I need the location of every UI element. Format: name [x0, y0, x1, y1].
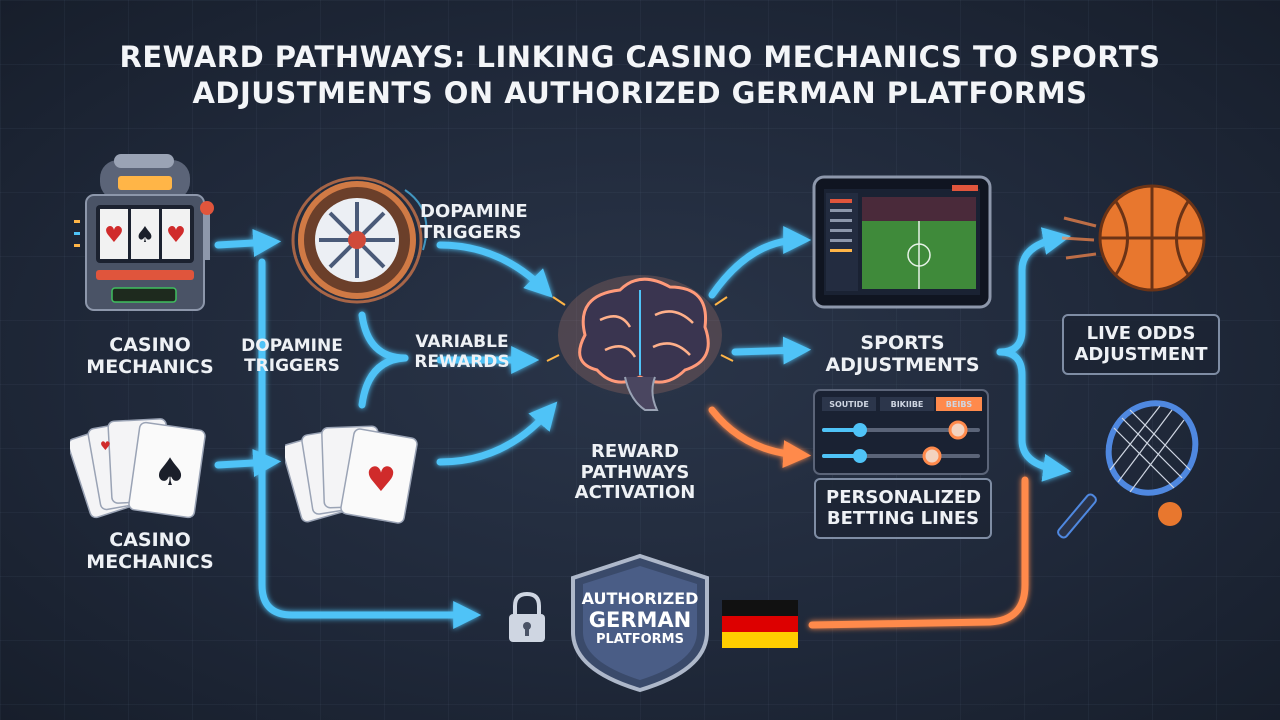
label-casino-top-line-1: CASINO [109, 334, 191, 356]
arrow-brain-to-tablet [708, 226, 812, 299]
label-dopamine-top-line-1: DOPAMINE [420, 201, 528, 222]
svg-text:♠: ♠ [153, 450, 187, 494]
arrow-right-trunk-down [996, 348, 1072, 482]
svg-text:♠: ♠ [135, 223, 155, 248]
label-casino-bottom-line-2: MECHANICS [86, 550, 214, 573]
label-sports-adjustments: SPORTS ADJUSTMENTS [805, 332, 1000, 377]
slider-panel-icon: SOUTIDE BIKIIBE BEIBS [813, 389, 989, 475]
label-sports-line-1: SPORTS [860, 332, 945, 354]
roulette-wheel-icon [291, 176, 428, 304]
arrow-merge-bottom [358, 354, 409, 409]
panel-tab-3: BEIBS [946, 400, 973, 409]
label-casino-mechanics-bottom: CASINO MECHANICS [70, 529, 230, 574]
arrow-casino-to-wheel [214, 228, 282, 257]
padlock-icon [509, 592, 545, 642]
arrow-brain-to-lines [708, 406, 812, 469]
label-variable-rewards-line-1: VARIABLE [415, 332, 509, 352]
label-dopamine-triggers-top: DOPAMINE TRIGGERS [420, 201, 560, 243]
label-live-odds-line-1: LIVE ODDS [1086, 323, 1196, 344]
label-casino-top-line-2: MECHANICS [86, 355, 214, 378]
label-casino-mechanics-top: CASINO MECHANICS [70, 334, 230, 379]
label-authorized-line-2: GERMAN [588, 608, 692, 633]
label-authorized-line-1: AUTHORIZED [581, 589, 699, 608]
slot-machine-icon: ♥ ♠ ♥ [74, 154, 214, 311]
label-dopamine-mid-line-2: TRIGGERS [244, 355, 340, 376]
arrow-trunk-vertical [258, 258, 482, 629]
diagram-title-line-1: REWARD PATHWAYS: LINKING CASINO MECHANIC… [119, 40, 1161, 74]
label-live-odds-line-2: ADJUSTMENT [1074, 343, 1208, 365]
german-flag-icon [722, 600, 798, 648]
playing-cards-icon: ♠ ♥ [70, 418, 206, 519]
label-variable-rewards: VARIABLE REWARDS [392, 332, 532, 372]
arrow-cards-to-brain [436, 401, 558, 466]
arrow-dopamine-to-brain [436, 241, 553, 298]
brain-icon [546, 275, 734, 411]
panel-tab-2: BIKIIBE [891, 400, 924, 409]
label-reward-line-2: PATHWAYS [580, 461, 690, 483]
svg-text:♥: ♥ [366, 460, 396, 500]
label-variable-rewards-line-2: REWARDS [414, 351, 510, 372]
shield-icon [571, 553, 709, 693]
label-sports-line-2: ADJUSTMENTS [825, 353, 980, 376]
label-personalized-line-2: BETTING LINES [826, 507, 980, 529]
label-reward-line-3: ACTIVATION [574, 482, 696, 504]
playing-cards-heart-icon: ♥ [285, 425, 418, 524]
tablet-stadium-icon [812, 175, 992, 309]
label-reward-pathways-activation: REWARD PATHWAYS ACTIVATION [555, 441, 715, 504]
label-casino-bottom-line-1: CASINO [109, 529, 191, 551]
svg-text:♥: ♥ [100, 439, 111, 453]
tennis-racket-icon [1057, 400, 1199, 539]
label-dopamine-mid-line-1: DOPAMINE [241, 336, 343, 356]
label-authorized-german-platforms: AUTHORIZED GERMAN PLATFORMS [575, 589, 705, 647]
label-live-odds-adjustment: LIVE ODDS ADJUSTMENT [1062, 314, 1220, 376]
label-personalized-line-1: PERSONALIZED [826, 487, 982, 508]
arrow-flag-to-right [808, 476, 1029, 629]
basketball-icon [1061, 184, 1206, 292]
label-personalized-betting-lines: PERSONALIZED BETTING LINES [814, 478, 992, 540]
label-dopamine-top-line-2: TRIGGERS [420, 221, 522, 243]
arrow-right-trunk [996, 227, 1072, 356]
svg-text:♥: ♥ [104, 223, 124, 248]
svg-text:♥: ♥ [166, 223, 186, 248]
arrow-brain-to-sports [731, 336, 812, 365]
label-dopamine-triggers-mid: DOPAMINE TRIGGERS [222, 336, 362, 376]
label-reward-line-1: REWARD [591, 441, 679, 462]
label-authorized-line-3: PLATFORMS [596, 631, 684, 647]
diagram-title-line-2: ADJUSTMENTS ON AUTHORIZED GERMAN PLATFOR… [192, 76, 1088, 110]
panel-tab-1: SOUTIDE [829, 400, 869, 409]
